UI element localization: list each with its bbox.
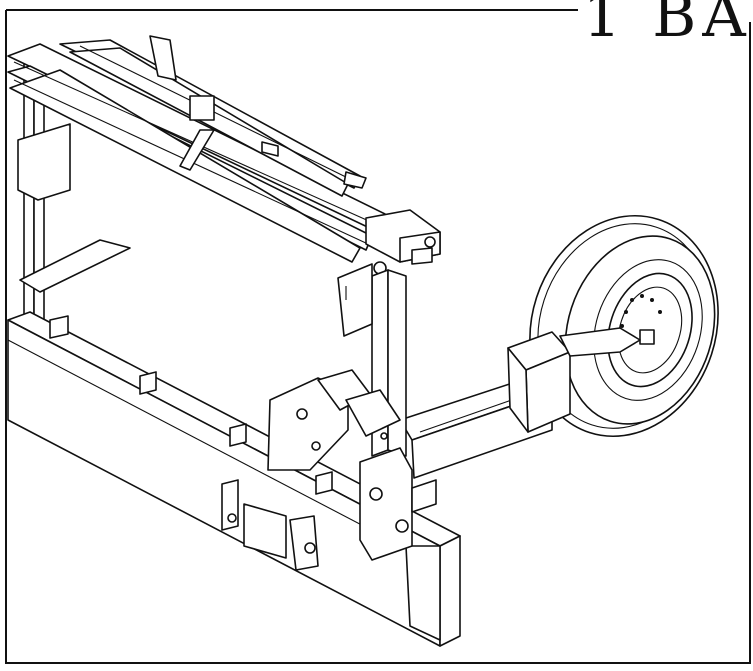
border-frame bbox=[5, 9, 751, 664]
boom-head bbox=[365, 209, 441, 275]
hitch-couplers bbox=[221, 479, 319, 571]
hitch-plates bbox=[267, 369, 437, 561]
wheel bbox=[529, 214, 719, 438]
axle-tube bbox=[399, 327, 641, 479]
corner-label: 1 BA bbox=[583, 0, 752, 46]
